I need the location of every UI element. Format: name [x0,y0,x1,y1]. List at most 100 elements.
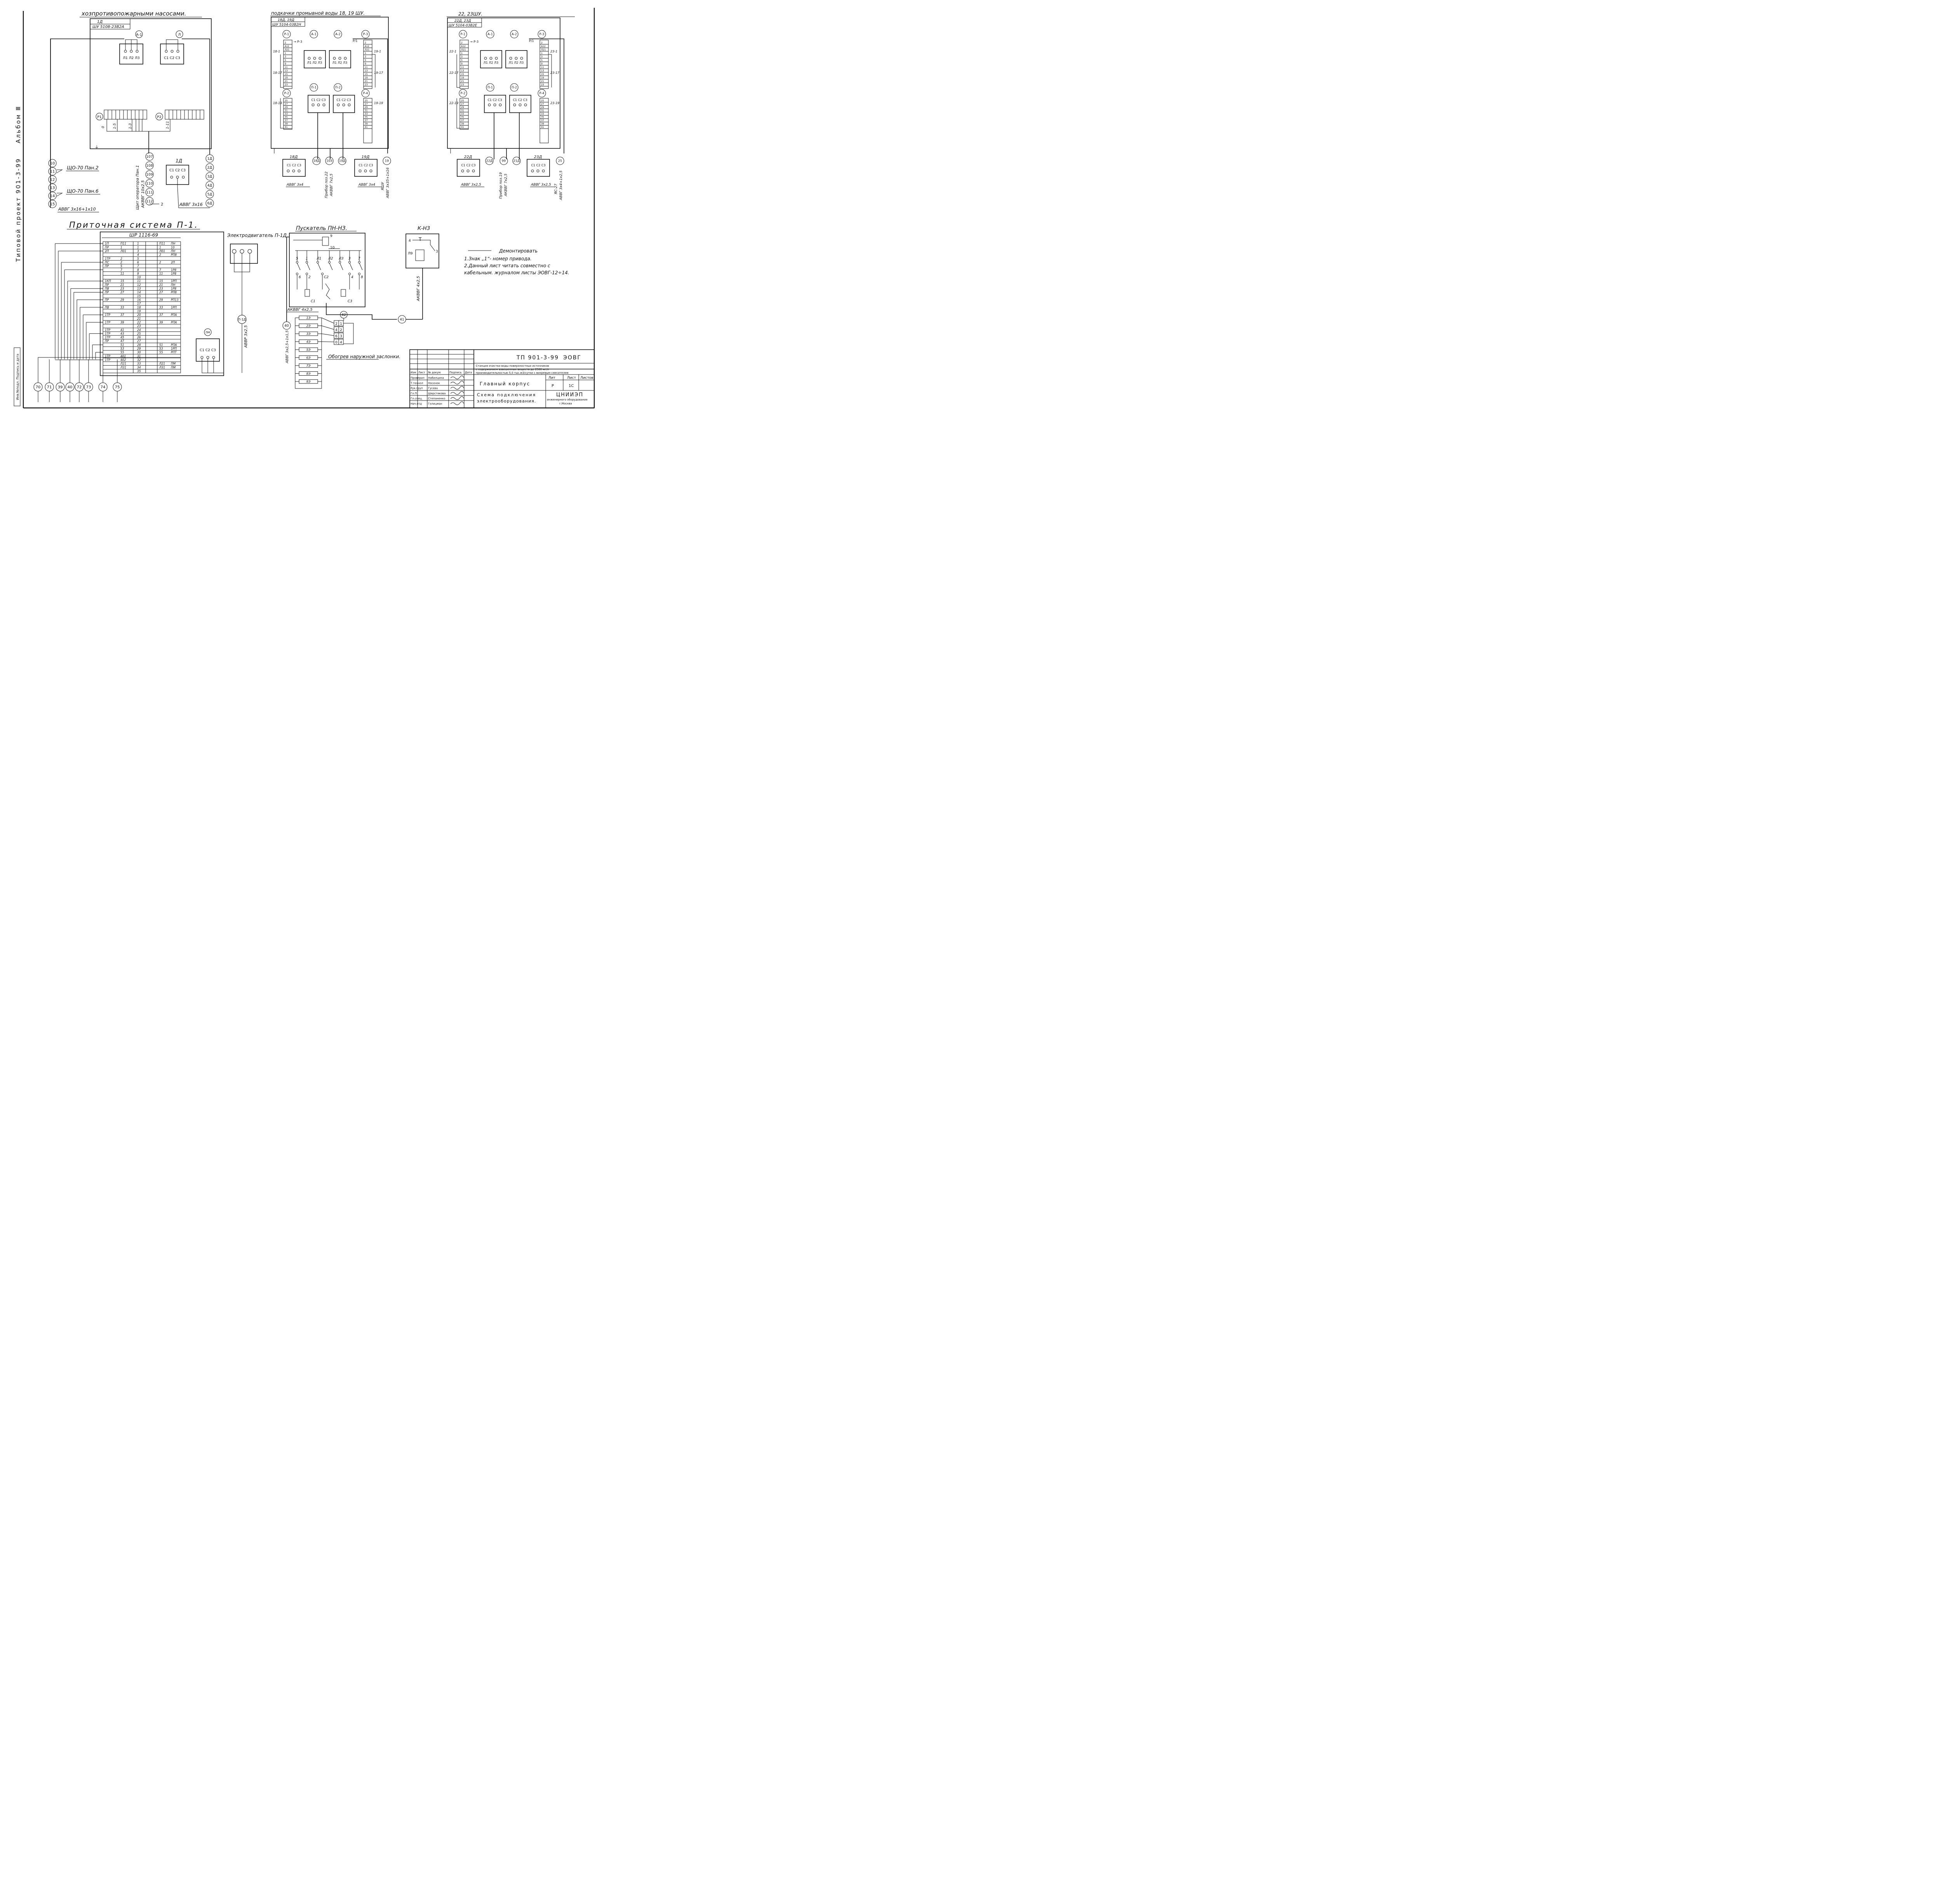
svg-text:18Д, 19Д: 18Д, 19Д [278,18,294,22]
svg-text:⏚: ⏚ [95,145,99,150]
starter-terms-698-2: С1 С2 С3 [311,98,325,102]
strip-left-b-1152 [459,98,469,130]
svg-text:ЩО-70 Пан.6: ЩО-70 Пан.6 [67,188,99,194]
section-22-23: 22, 23ШУ. 22Д, 23Д ШУ 5104-03В2Е [447,11,575,149]
svg-text:Л: Л [178,33,181,37]
heater-label-5Э: 5Э [306,348,311,352]
svg-text:С3: С3 [348,300,352,303]
starter-terms-698-0: Л1 Л2 Л3 [307,61,322,64]
feeder-r-1152 [529,38,564,153]
strip-rb-698-3: 31 [365,110,368,112]
strip-la-1152-4: 3 [461,56,463,58]
motor-box-23Д [527,159,550,177]
row-32-term: 33 [137,362,141,366]
motor-cable-19Д: АВВГ 3х4 [358,183,375,187]
tap-right-23-19: 23-19 [550,101,559,105]
cable-mid-108-circle [145,161,154,170]
motor-term-23Д-2 [542,169,545,172]
tb-col-4: Дата [465,371,472,374]
motor-term-19Д-2 [369,169,372,172]
svg-text:АКВВГ 4х2,5: АКВВГ 4х2,5 [287,308,313,312]
cable-99-1152: 99 [502,159,506,163]
motor-terms-18Д: С1 С2 С3 [287,164,301,167]
tap-left-18-19: 18-19 [273,101,282,105]
contact-bot-dot-3 [348,273,351,275]
strip-ra-698-3: 1 [365,52,366,55]
row-24-term: 25 [137,332,141,335]
strip-ra-698-6: 9 [365,63,366,65]
row-30-dev: 1ТР [105,354,110,358]
row-10-wire: 15 [120,279,124,283]
svg-text:1-3: 1-3 [129,123,132,129]
cabinet-1d [90,18,212,149]
cable-22Д-1152-circle [485,157,494,165]
tp-a-label-3: 0 [335,341,338,345]
svg-text:ШР 1116-69: ШР 1116-69 [129,232,158,238]
tb-name-4: Степаненко [428,397,445,400]
heating-label: Обогрев наружной заслонки. [326,354,400,360]
notes-block: Демонтировать 1.Знак „1“- номер привода.… [464,248,569,275]
motor-terms-19Д: С1 С2 С3 [358,164,373,167]
strip-ra-1152-8: 13 [541,70,544,72]
relay-Р-4-1152: Р-4 [539,92,545,95]
strip-la-1152-0: 2 [461,42,463,44]
vtext-1152-2: ЯС-27 [554,183,558,195]
row-10-wire2: 15 [159,279,163,283]
svg-text:АВВР 3х2,5: АВВР 3х2,5 [244,325,248,348]
row-3-dev2: РП8 [171,253,177,257]
motor-term-22Д-2 [472,169,475,172]
motor-term-18Д-1 [292,169,295,172]
strip-ra-698-0: 2 [365,42,366,44]
row-10-dev: 1КП [105,279,111,283]
motor-term-22Д-1 [466,169,470,172]
strip-rb-1152-4: 33 [541,113,544,115]
strip-lb-1152-0: 25 [461,99,464,102]
relay-Р-2-1152: Р-2 [461,92,466,95]
relay-Р-1-1152: Р-1 [461,33,466,36]
section-wash-pumps: подкачки промывной воды 18, 19 ШУ. 18Д, … [270,10,389,149]
strip-ra-698-12: 23 [365,84,368,86]
tb-sign-0 [450,375,464,380]
strip-lb-1152-6: 37 [461,119,464,122]
title-block: ТП 901-3-99 ЭОВГ Станция очистки воды по… [409,349,595,408]
heater-label-2Э: 2Э [306,324,311,328]
contact-blade-1 [306,263,310,270]
contact-bot-dot-0 [296,273,298,275]
strip-lb-1152-2: 29 [461,106,464,109]
strip-left-a-1152 [459,40,469,89]
cable-right-6Д: 6Д [207,202,212,206]
pm-motor: Электродвигатель П-1Д П-1Д АВВР 3х2,5 ПМ… [196,233,287,373]
strip-la-698-12: 23 [285,84,288,86]
strip-right-b-698 [363,98,372,143]
starter-terms-1152-1: Л1 Л2 Л3 [509,61,524,64]
strip-rb-1152-1: 27 [541,103,544,106]
relay-Р-3-698-circle [361,30,370,38]
motor-term-18Д-0 [287,169,290,172]
bottom-cable-40: 40 [68,385,73,389]
tb-sign-3 [450,391,464,395]
cable-left-14: 14 [50,194,55,198]
album-label: Альбом Ⅲ [15,105,22,143]
cable-21Д-1152: 21Д [513,159,520,163]
starter-box-698-0 [304,50,326,68]
row-5-dev2: 2П [171,261,175,264]
row-32-dev2: ПМ [171,362,176,366]
motor-terms-22Д: С1 С2 С3 [461,164,475,167]
row-0-dev2: ПН [171,242,176,246]
terminal-1152-1-2 [520,57,523,60]
svg-text:С1 С2 С3: С1 С2 С3 [169,169,186,172]
heater-label-1Э: 1Э [306,316,311,320]
starter-terms-1152-3: С1 С2 С3 [513,98,527,102]
cable-right-1Д: 1Д [207,157,212,161]
tb-role-1: Т.технол [410,381,423,385]
cable-left-11-circle [48,167,57,176]
svg-text:Электродвигатель П-1Д: Электродвигатель П-1Д [227,233,287,238]
left-margin: Альбом Ⅲ Типовой проект 901-3-99 Инв.№по… [14,105,22,406]
row-28-wire2: 53 [159,347,163,350]
svg-text:Р: Р [552,384,554,388]
strip-la-1152-5: 5 [461,59,463,62]
strip-ra-1152-7: 11 [541,66,544,69]
relay-П-1-698-circle [310,83,318,92]
terminal-1152-2-2 [499,103,502,106]
